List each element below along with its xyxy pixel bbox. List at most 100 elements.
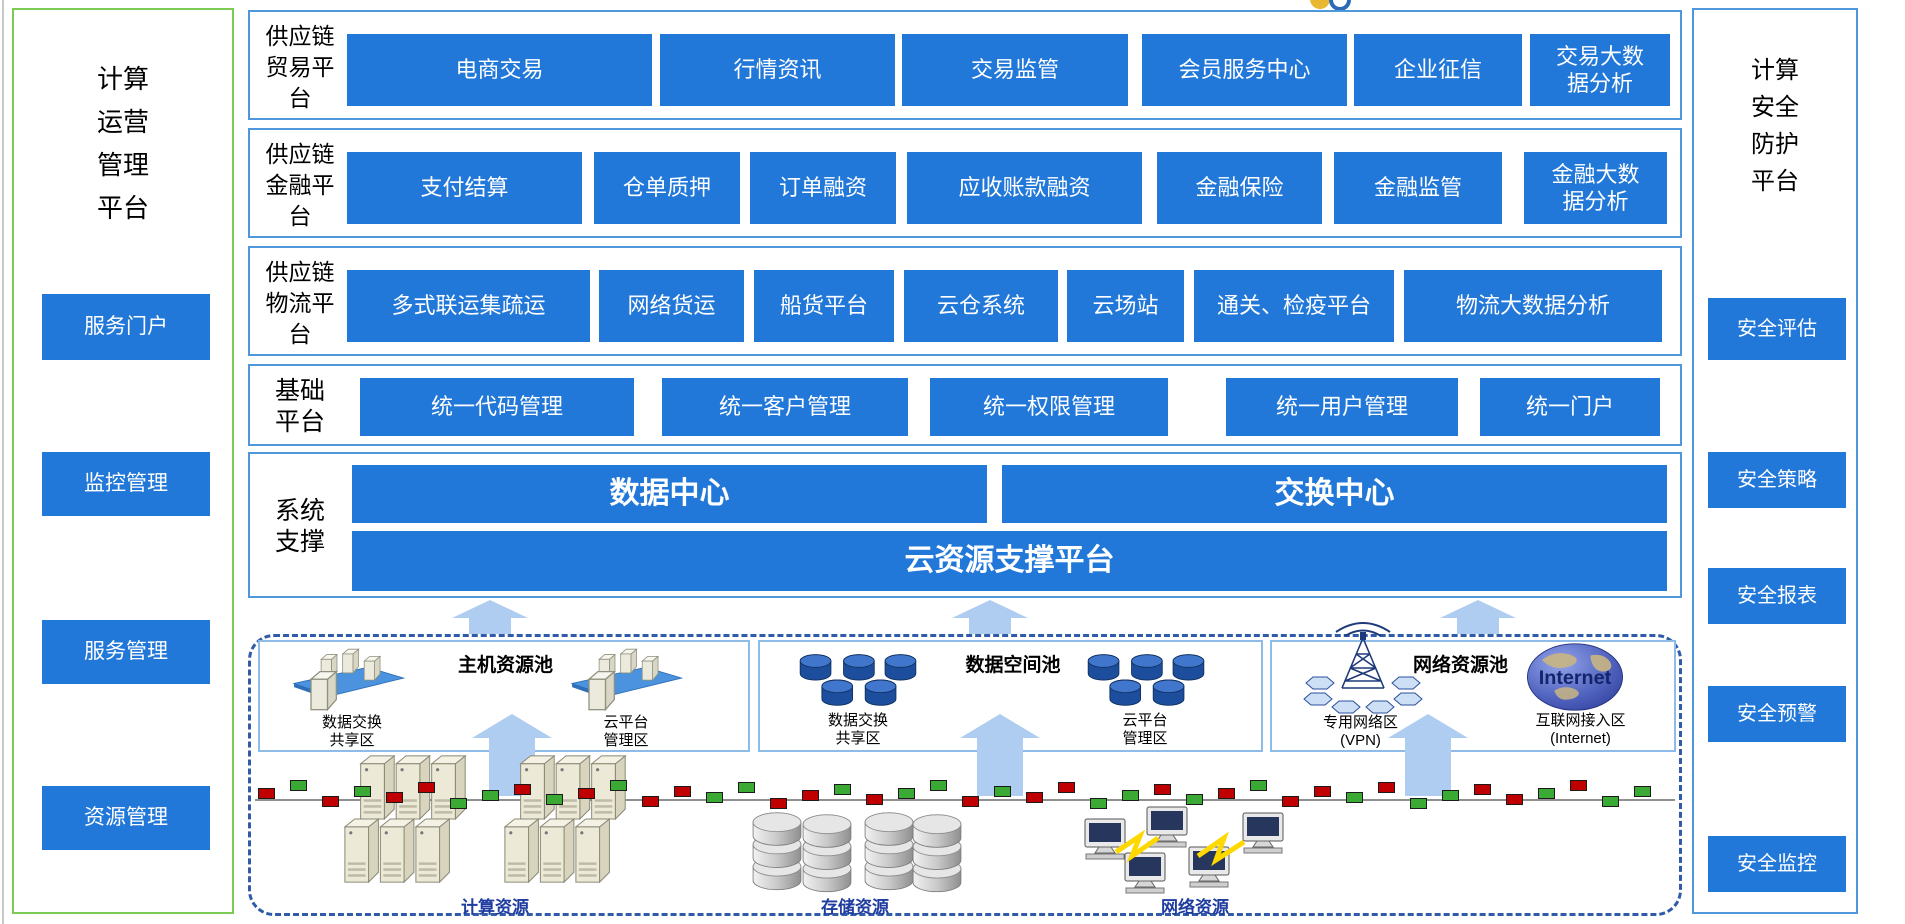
block-trade-bigdata: 交易大数 据分析 [1530, 34, 1670, 106]
security-title-line: 平台 [1751, 168, 1799, 195]
security-title-line: 安全 [1751, 94, 1799, 121]
bus-node [1090, 798, 1107, 809]
bus-node [1282, 796, 1299, 807]
bus-node [1506, 794, 1523, 805]
row-finance-platform: 供应链 金融平 台 支付结算 仓单质押 订单融资 应收账款融资 金融保险 金融监… [248, 128, 1682, 238]
ops-title-line: 管理 [96, 150, 149, 180]
block-security-assessment: 安全评估 [1708, 298, 1846, 360]
page-edge-line [2, 0, 4, 924]
block-unified-portal: 统一门户 [1480, 378, 1660, 436]
block-unified-user-mgmt: 统一用户管理 [1226, 378, 1458, 436]
up-arrow-icon [960, 714, 1040, 796]
block-unified-code-mgmt: 统一代码管理 [360, 378, 634, 436]
bus-node [1442, 790, 1459, 801]
internet-globe-label: Internet [1539, 667, 1612, 689]
block-warehouse-receipt-pledge: 仓单质押 [594, 152, 740, 224]
host-servers-icon [286, 644, 408, 714]
bus-node [738, 782, 755, 793]
row-system-support: 系统 支撑 数据中心 交换中心 云资源支撑平台 [248, 452, 1682, 598]
security-panel-title: 计算 安全 防护 平台 [1694, 52, 1856, 200]
up-arrow-icon [1388, 714, 1468, 796]
infrastructure-container [248, 634, 1682, 916]
bus-node [994, 786, 1011, 797]
bus-node [418, 782, 435, 793]
ops-management-panel: 计算 运营 管理 平台 服务门户 监控管理 服务管理 资源管理 [12, 8, 234, 914]
ops-title-line: 运营 [96, 107, 149, 137]
bus-node [386, 792, 403, 803]
block-payment-settlement: 支付结算 [347, 152, 582, 224]
clipped-logo-icon [1310, 0, 1351, 11]
row-trade-platform: 供应链 贸易平 台 电商交易 行情资讯 交易监管 会员服务中心 企业征信 交易大… [248, 10, 1682, 120]
bus-node [546, 794, 563, 805]
bus-node [1026, 792, 1043, 803]
block-unified-customer-mgmt: 统一客户管理 [662, 378, 908, 436]
storage-disks-icon [752, 812, 962, 893]
host-servers-icon [564, 644, 686, 714]
bus-node [290, 780, 307, 791]
data-disks-icon [1076, 652, 1216, 708]
block-enterprise-credit: 企业征信 [1354, 34, 1522, 106]
bus-node [1122, 790, 1139, 801]
block-service-mgmt: 服务管理 [42, 620, 210, 684]
bus-node [802, 790, 819, 801]
block-security-warning: 安全预警 [1708, 686, 1846, 742]
block-receivables-financing: 应收账款融资 [907, 152, 1142, 224]
block-exchange-center: 交换中心 [1002, 465, 1667, 523]
bus-node [354, 786, 371, 797]
security-title-line: 防护 [1751, 131, 1799, 158]
row-logistics-platform: 供应链 物流平 台 多式联运集疏运 网络货运 船货平台 云仓系统 云场站 通关、… [248, 246, 1682, 356]
radio-tower-icon [1298, 622, 1428, 714]
block-finance-insurance: 金融保险 [1157, 152, 1322, 224]
row-base-platform: 基础 平台 统一代码管理 统一客户管理 统一权限管理 统一用户管理 统一门户 [248, 364, 1682, 446]
bus-node [770, 798, 787, 809]
block-finance-bigdata: 金融大数 据分析 [1524, 152, 1667, 224]
bus-node [1346, 792, 1363, 803]
compute-servers-icon [504, 755, 626, 883]
bus-node [1538, 788, 1555, 799]
row-base-label: 基础 平台 [274, 377, 325, 436]
bus-node [834, 784, 851, 795]
up-arrow-icon [952, 600, 1028, 634]
block-logistics-bigdata: 物流大数据分析 [1404, 270, 1662, 342]
block-market-info: 行情资讯 [660, 34, 895, 106]
bus-node [450, 798, 467, 809]
security-title-line: 计算 [1751, 57, 1799, 84]
bus-node [1058, 782, 1075, 793]
block-data-center: 数据中心 [352, 465, 987, 523]
bus-node [610, 780, 627, 791]
block-ecommerce-trading: 电商交易 [347, 34, 652, 106]
security-protection-panel: 计算 安全 防护 平台 安全评估 安全策略 安全报表 安全预警 安全监控 [1692, 8, 1858, 914]
block-service-portal: 服务门户 [42, 294, 210, 360]
block-order-financing: 订单融资 [750, 152, 896, 224]
lightning-icon [1114, 829, 1160, 863]
block-customs-quarantine: 通关、检疫平台 [1194, 270, 1394, 342]
up-arrow-icon [452, 600, 528, 634]
compute-servers-icon [344, 755, 466, 883]
row-finance-label: 供应链 金融平 台 [265, 140, 335, 229]
block-network-freight: 网络货运 [599, 270, 744, 342]
bus-node [706, 792, 723, 803]
bus-node [514, 784, 531, 795]
up-arrow-icon [1440, 600, 1516, 634]
network-computers-icon [1084, 806, 1284, 894]
bus-node [674, 786, 691, 797]
bus-node [1634, 786, 1651, 797]
block-cloud-resource-platform: 云资源支撑平台 [352, 531, 1667, 591]
block-security-report: 安全报表 [1708, 568, 1846, 624]
block-cloud-yard: 云场站 [1067, 270, 1184, 342]
bus-node [1570, 780, 1587, 791]
bus-node [1186, 794, 1203, 805]
ops-title-line: 平台 [96, 193, 149, 223]
row-trade-label: 供应链 贸易平 台 [265, 22, 335, 111]
block-security-monitoring: 安全监控 [1708, 836, 1846, 892]
bus-node [642, 796, 659, 807]
bus-node [866, 794, 883, 805]
lightning-icon [1196, 831, 1246, 867]
bus-node [962, 796, 979, 807]
block-monitoring-mgmt: 监控管理 [42, 452, 210, 516]
data-disks-icon [788, 652, 928, 708]
bus-node [1154, 784, 1171, 795]
bus-node [1474, 784, 1491, 795]
bus-node [578, 788, 595, 799]
